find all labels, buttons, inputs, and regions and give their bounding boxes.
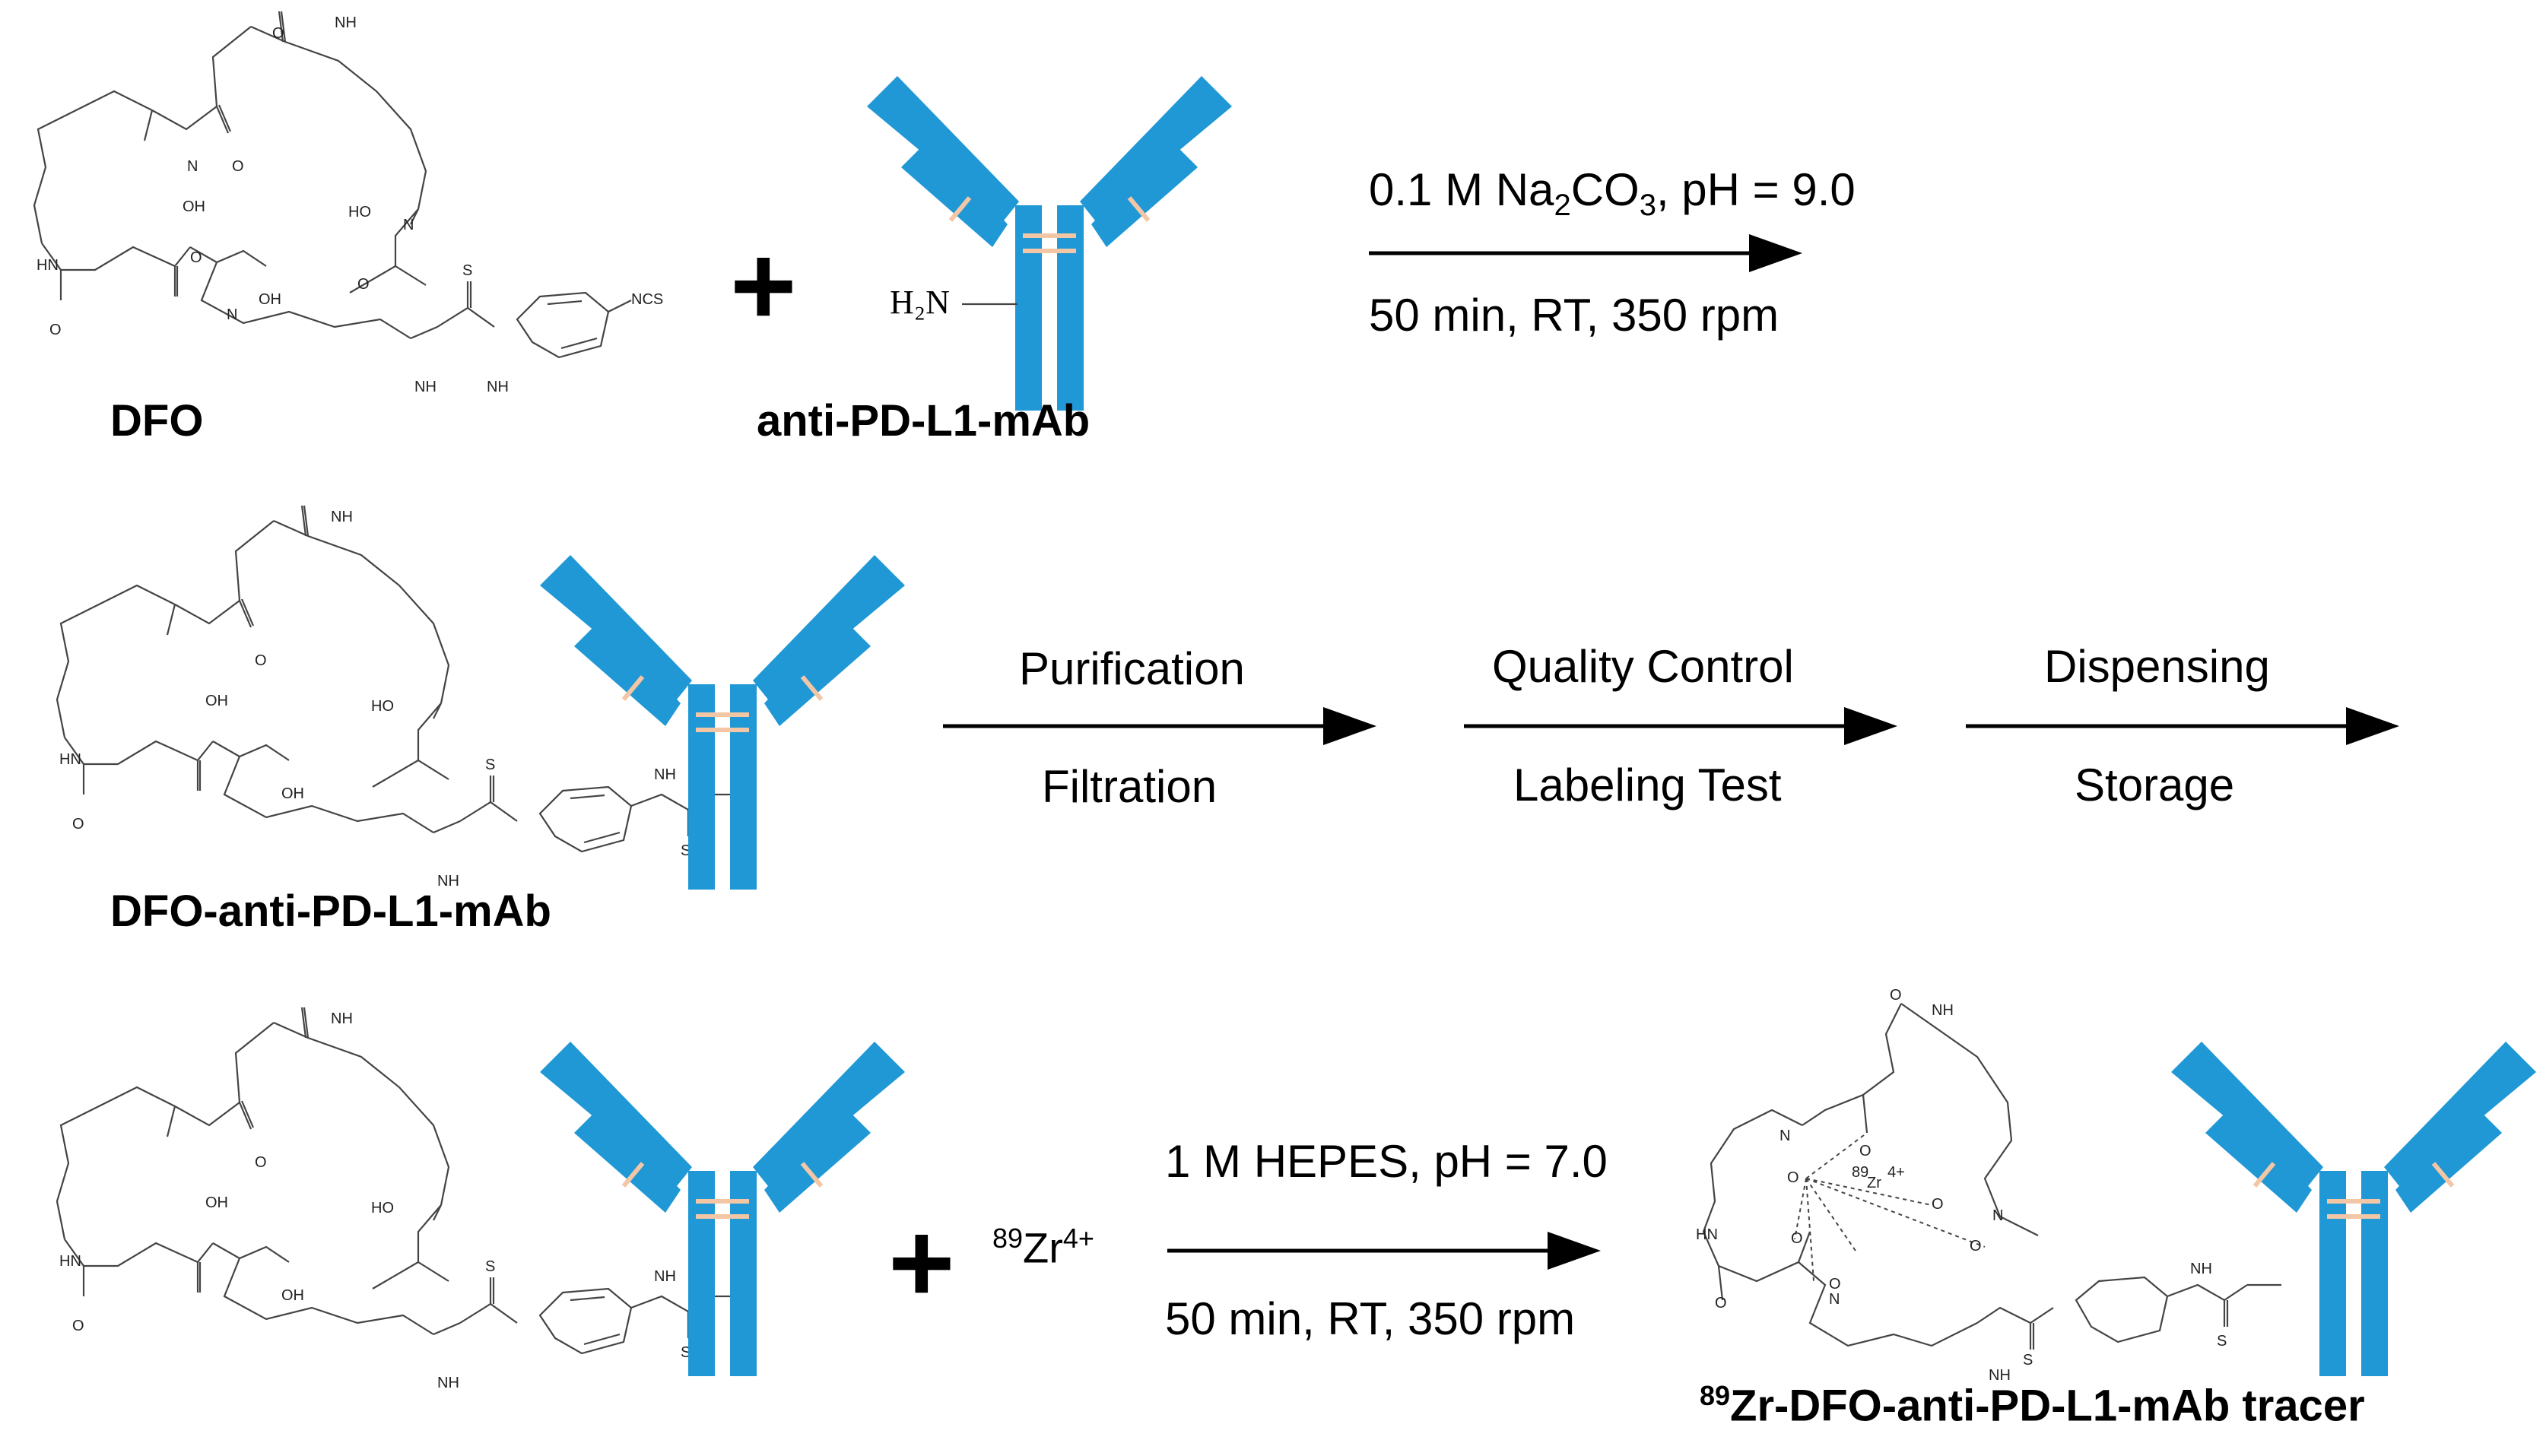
- svg-text:HO: HO: [371, 1200, 394, 1217]
- svg-text:O: O: [357, 276, 370, 293]
- zirconium-ion-label: 89Zr4+: [992, 1223, 1094, 1272]
- reaction3-conditions-top: 1 M HEPES, pH = 7.0: [1165, 1136, 1608, 1187]
- svg-text:O: O: [1791, 1230, 1803, 1247]
- anti-pd-l1-mab-label: anti-PD-L1-mAb: [757, 396, 1091, 446]
- svg-text:O: O: [272, 25, 284, 42]
- svg-text:O: O: [1890, 987, 1902, 1004]
- svg-text:N: N: [403, 217, 414, 233]
- svg-text:NH: NH: [331, 1010, 353, 1027]
- svg-text:NH: NH: [487, 379, 509, 395]
- svg-text:O: O: [49, 322, 62, 338]
- svg-text:HN: HN: [59, 1253, 81, 1270]
- step3-bottom-label: Storage: [2075, 760, 2235, 810]
- svg-text:O: O: [255, 1154, 267, 1171]
- svg-text:OH: OH: [205, 693, 228, 709]
- svg-text:O: O: [1932, 1196, 1944, 1213]
- svg-text:O: O: [72, 816, 84, 833]
- svg-text:NH: NH: [335, 14, 357, 31]
- svg-text:N: N: [1779, 1128, 1790, 1144]
- reaction3-conditions-bottom: 50 min, RT, 350 rpm: [1165, 1293, 1576, 1344]
- reaction-arrow-1: [1369, 234, 1802, 272]
- reaction1-conditions-bottom: 50 min, RT, 350 rpm: [1369, 290, 1779, 341]
- dfo-antibody-reactant-structure: NH O OH HO HN O OH NH S S NH: [56, 1006, 734, 1391]
- svg-text:HO: HO: [348, 204, 371, 220]
- svg-text:O: O: [1970, 1238, 1982, 1255]
- tracer-label: 89Zr-DFO-anti-PD-L1-mAb tracer: [1700, 1380, 2365, 1431]
- step3-top-label: Dispensing: [2044, 641, 2270, 692]
- svg-text:NH: NH: [654, 766, 676, 783]
- svg-text:NH: NH: [331, 509, 353, 525]
- step-arrow-1: [943, 707, 1376, 745]
- svg-text:O: O: [232, 158, 244, 175]
- svg-text:HN: HN: [37, 257, 59, 274]
- svg-text:NH: NH: [1989, 1367, 2011, 1384]
- dfo-antibody-conjugate-structure: NH O OH HO HN O OH NH S S NH: [56, 504, 734, 890]
- svg-text:O: O: [1715, 1295, 1727, 1312]
- svg-text:NH: NH: [1932, 1002, 1954, 1019]
- svg-text:NH: NH: [437, 873, 459, 890]
- zr-dfo-complex-structure: NH O N O O O O HN O N O N O NH S S NH 89…: [1696, 987, 2281, 1384]
- svg-text:OH: OH: [183, 198, 205, 215]
- svg-text:OH: OH: [259, 291, 281, 308]
- svg-text:S: S: [462, 262, 472, 279]
- amine-label: H₂N: [890, 284, 950, 321]
- plus-sign-2: +: [888, 1198, 955, 1326]
- svg-text:NH: NH: [2190, 1261, 2212, 1277]
- svg-text:N: N: [187, 158, 198, 175]
- plus-sign-1: +: [730, 221, 797, 349]
- antibody-3: [540, 1042, 905, 1376]
- svg-text:O: O: [72, 1318, 84, 1334]
- step2-top-label: Quality Control: [1492, 641, 1794, 692]
- svg-text:OH: OH: [281, 785, 304, 802]
- step1-top-label: Purification: [1019, 643, 1245, 694]
- svg-text:N: N: [227, 306, 237, 323]
- step1-bottom-label: Filtration: [1042, 761, 1218, 812]
- svg-text:S: S: [485, 1258, 495, 1275]
- svg-text:Zr: Zr: [1867, 1175, 1881, 1191]
- dfo-structure: NH O O N OH HO N HN O O N OH O NH NH S N…: [33, 10, 663, 395]
- svg-text:O: O: [1787, 1169, 1799, 1186]
- svg-text:O: O: [1859, 1143, 1872, 1159]
- svg-text:HO: HO: [371, 698, 394, 715]
- svg-text:OH: OH: [205, 1194, 228, 1211]
- step-arrow-2: [1464, 707, 1897, 745]
- step2-bottom-label: Labeling Test: [1513, 760, 1782, 810]
- svg-text:NH: NH: [437, 1375, 459, 1391]
- svg-text:S: S: [485, 757, 495, 773]
- dfo-label: DFO: [110, 396, 204, 446]
- antibody-1: [867, 76, 1232, 411]
- svg-text:89: 89: [1852, 1164, 1868, 1181]
- conjugate-label: DFO-anti-PD-L1-mAb: [110, 887, 551, 936]
- svg-text:N: N: [1829, 1291, 1840, 1308]
- svg-text:NH: NH: [414, 379, 437, 395]
- svg-text:S: S: [2023, 1352, 2033, 1369]
- svg-text:HN: HN: [1696, 1226, 1718, 1243]
- antibody-4: [2171, 1042, 2536, 1376]
- svg-text:O: O: [255, 652, 267, 669]
- svg-text:OH: OH: [281, 1287, 304, 1304]
- svg-text:NH: NH: [654, 1268, 676, 1285]
- svg-text:4+: 4+: [1887, 1164, 1905, 1181]
- svg-text:S: S: [2217, 1333, 2227, 1350]
- svg-text:N: N: [1992, 1207, 2003, 1224]
- reaction1-conditions-top: 0.1 M Na2CO3, pH = 9.0: [1369, 164, 1856, 222]
- svg-text:NCS: NCS: [631, 291, 663, 308]
- svg-text:HN: HN: [59, 751, 81, 768]
- reaction-arrow-3: [1167, 1232, 1601, 1270]
- svg-text:O: O: [190, 249, 202, 266]
- svg-text:O: O: [1829, 1276, 1841, 1293]
- step-arrow-3: [1966, 707, 2399, 745]
